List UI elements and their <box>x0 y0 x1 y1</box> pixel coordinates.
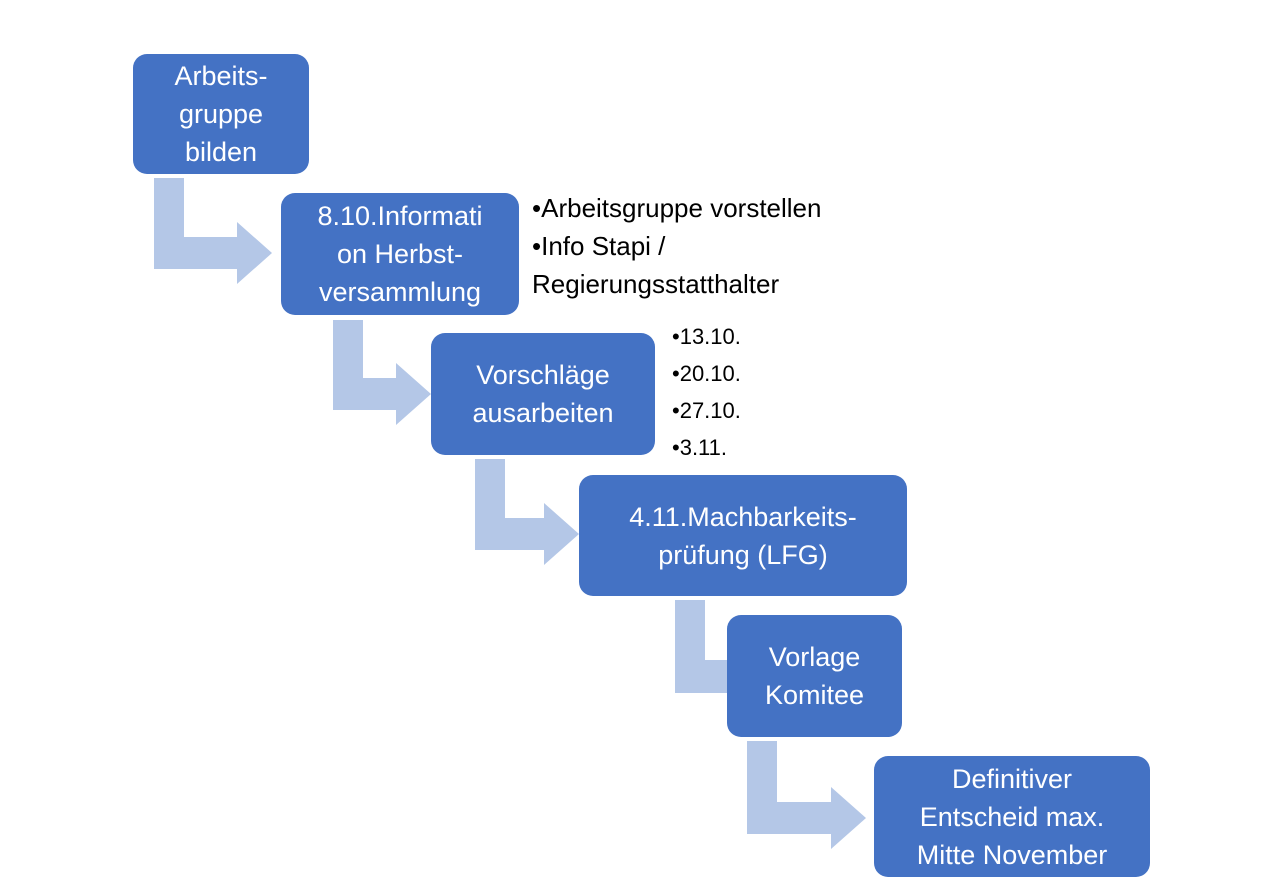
step-information-herbstversammlung: 8.10.Informati on Herbst- versammlung <box>281 193 519 315</box>
step-vorschlaege-ausarbeiten: Vorschläge ausarbeiten <box>431 333 655 455</box>
note-item: •Info Stapi / Regierungsstatthalter <box>532 231 780 299</box>
arrow-step4-to-step5 <box>675 600 727 693</box>
step-machbarkeitspruefung: 4.11.Machbarkeits- prüfung (LFG) <box>579 475 907 596</box>
note-item: •Arbeitsgruppe vorstellen <box>532 193 822 223</box>
step-definitiver-entscheid: Definitiver Entscheid max. Mitte Novembe… <box>874 756 1150 877</box>
arrow-step1-to-step2 <box>154 178 272 284</box>
step-arbeitsgruppe-bilden: Arbeits- gruppe bilden <box>133 54 309 174</box>
note-item: •13.10. <box>672 324 741 349</box>
note-item: •3.11. <box>672 435 727 460</box>
note-item: •20.10. <box>672 361 741 386</box>
notes-step2: •Arbeitsgruppe vorstellen •Info Stapi / … <box>532 189 821 303</box>
step-vorlage-komitee: Vorlage Komitee <box>727 615 902 737</box>
arrow-step3-to-step4 <box>475 459 579 565</box>
notes-step3: •13.10. •20.10. •27.10. •3.11. <box>672 318 741 466</box>
arrow-step5-to-step6 <box>747 741 866 849</box>
arrow-step2-to-step3 <box>333 320 431 425</box>
note-item: •27.10. <box>672 398 741 423</box>
